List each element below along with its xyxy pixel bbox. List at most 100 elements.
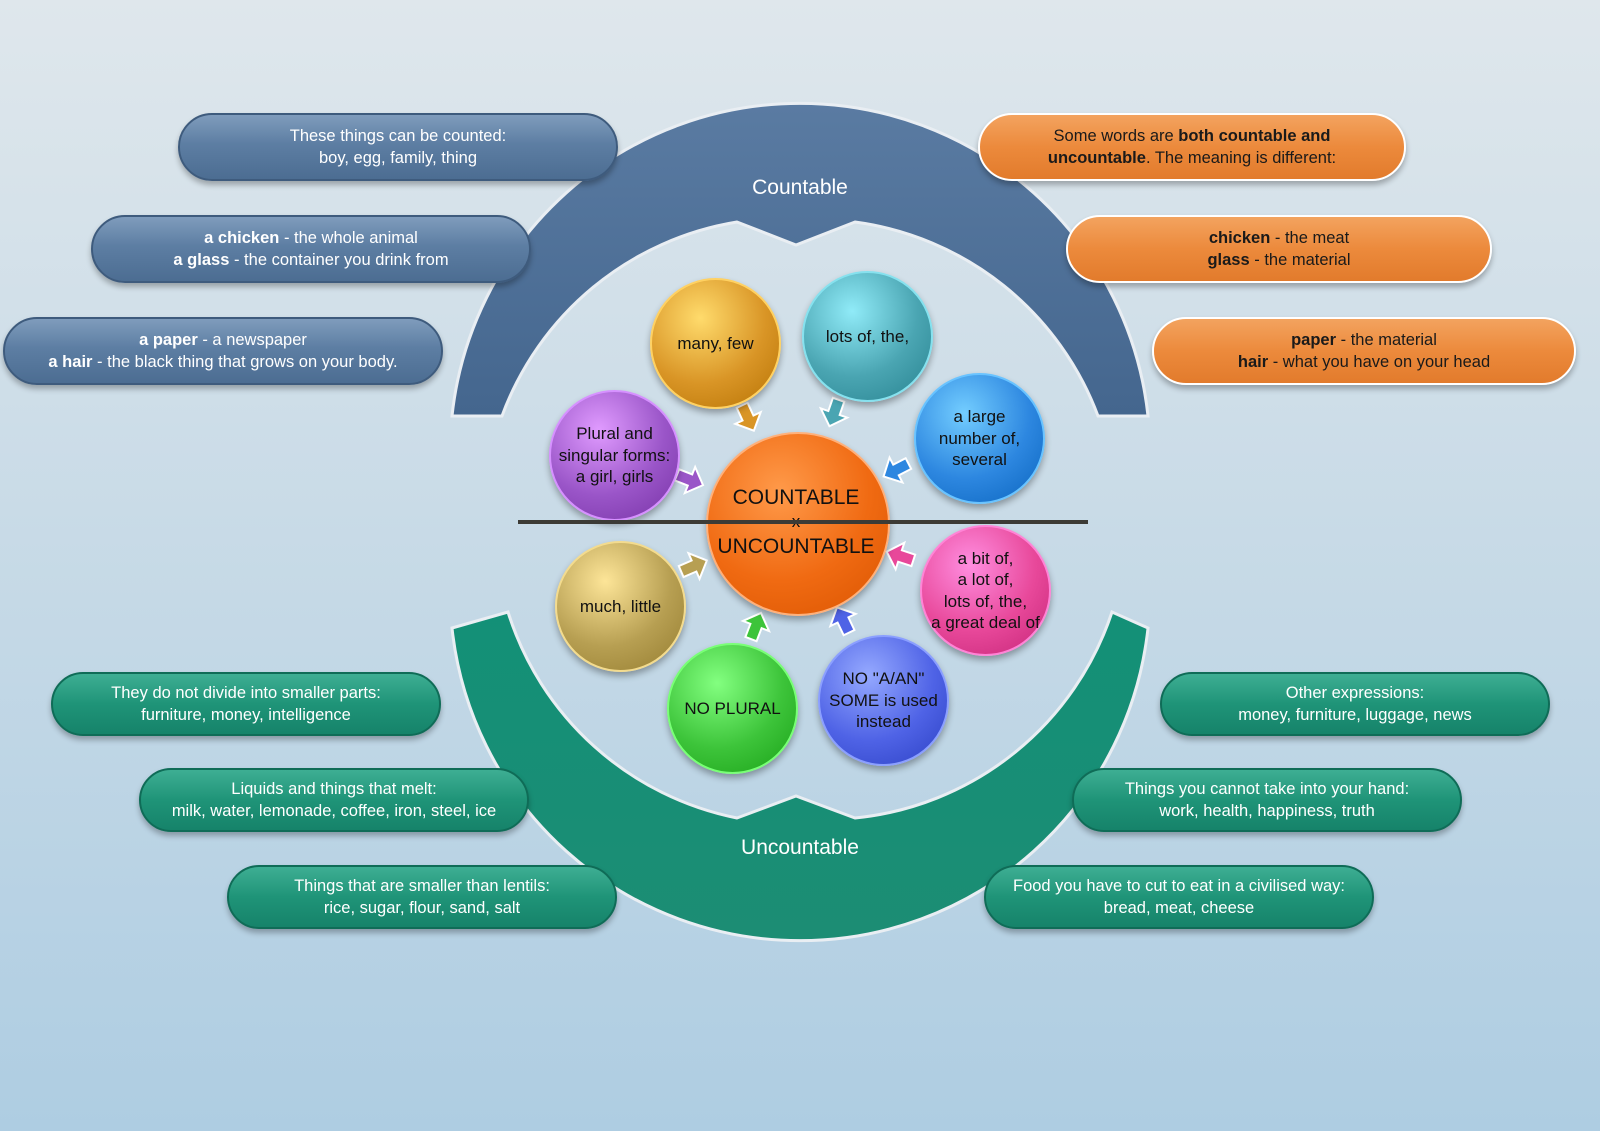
box-bold-term: glass [1207,251,1250,269]
bubble-no-plural: NO PLURAL [667,643,798,774]
box-line: a paper - a newspaper [139,329,307,351]
box-line: bread, meat, cheese [1104,897,1254,919]
box-text: - the whole animal [279,229,418,247]
box-text: - the black thing that grows on your bod… [92,353,398,371]
box-line: Some words are both countable and [1054,125,1331,147]
box-text: bread, meat, cheese [1103,899,1255,917]
box-cannot-take-in-hand: Things you cannot take into your hand: wo… [1072,768,1462,832]
box-bold-term: a hair [48,353,93,371]
box-text: - a newspaper [197,331,307,349]
bubble-line: lots of, the, [943,591,1028,611]
box-line: work, health, happiness, truth [1159,800,1375,822]
bubble-line: instead [856,712,911,732]
box-line: hair - what you have on your head [1238,351,1490,373]
box-a-chicken: a chicken - the whole animal a glass - th… [91,215,531,283]
arrow-icon [732,401,763,432]
box-line: money, furniture, luggage, news [1238,704,1472,726]
bubble-line: a lot of, [957,570,1014,589]
box-line: chicken - the meat [1209,227,1349,249]
box-text: Food you have to cut to eat in a civilis… [1012,877,1345,895]
box-line: Things that are smaller than lentils: [294,875,550,897]
box-line: milk, water, lemonade, coffee, iron, ste… [172,800,496,822]
uncountable-arc-label: Uncountable [741,836,859,859]
divider-line [518,520,1088,524]
countable-arc-label: Countable [752,176,848,199]
box-text: - what you have on your head [1268,353,1491,371]
arrow-icon [882,454,913,485]
bubble-line: SOME is used [829,690,938,710]
box-line: paper - the material [1291,329,1437,351]
box-line: uncountable. The meaning is different: [1048,147,1336,169]
box-text: boy, egg, family, thing [318,149,478,167]
bubble-many-few: many, few [650,278,781,409]
box-text: Some words are [1053,127,1179,145]
box-bold-term: a glass [173,251,230,269]
box-bold-term: a chicken [204,229,280,247]
box-text: These things can be counted: [289,127,507,145]
box-smaller-than-lentils: Things that are smaller than lentils: ric… [227,865,617,929]
box-line: Liquids and things that melt: [231,778,436,800]
box-line: a hair - the black thing that grows on y… [48,351,397,373]
box-liquids: Liquids and things that melt: milk, water… [139,768,529,832]
box-text: Things you cannot take into your hand: [1124,780,1410,798]
box-text: Other expressions: [1285,684,1425,702]
box-text: furniture, money, intelligence [141,706,351,724]
bubble-line: much, little [579,596,662,616]
arrow-icon [828,606,859,637]
bubble-line: a great deal of [931,613,1040,632]
arrow-icon [885,540,917,572]
bubble-line: a large [953,407,1006,427]
box-line: glass - the material [1207,249,1350,271]
bubble-line: number of, [938,428,1021,448]
box-bold-term: a paper [139,331,198,349]
box-line: They do not divide into smaller parts: [111,682,381,704]
box-text: They do not divide into smaller parts: [111,684,381,702]
box-line: Things you cannot take into your hand: [1125,778,1409,800]
bubble-line: NO "A/AN" [842,669,925,689]
box-text: money, furniture, luggage, news [1238,706,1472,724]
box-line: rice, sugar, flour, sand, salt [324,897,520,919]
box-text: Things that are smaller than lentils: [294,877,550,895]
box-bold-term: hair [1237,353,1269,371]
box-line: a glass - the container you drink from [173,249,448,271]
bubble-line: several [952,450,1007,470]
box-line: Food you have to cut to eat in a civilis… [1013,875,1345,897]
box-text: - the container you drink from [229,251,449,269]
box-line: Other expressions: [1286,682,1424,704]
box-can-be-counted: These things can be counted: boy, egg, fa… [178,113,618,181]
bubble-line: Plural and [576,424,653,444]
box-text: rice, sugar, flour, sand, salt [323,899,521,917]
center-label-countable: COUNTABLE [732,486,860,509]
box-text: milk, water, lemonade, coffee, iron, ste… [171,802,497,820]
box-bold-term: both countable and [1178,127,1331,145]
box-line: boy, egg, family, thing [319,147,477,169]
bubble-line: a bit of, [957,548,1014,568]
bubble-a-bit-of: a bit of, a lot of, lots of, the, a great d… [920,525,1051,656]
bubble-lots-of-the: lots of, the, [802,271,933,402]
box-other-expressions: Other expressions: money, furniture, lugg… [1160,672,1550,736]
box-not-divide: They do not divide into smaller parts: fu… [51,672,441,736]
bubble-much-little: much, little [555,541,686,672]
arrow-icon [740,611,771,643]
arrow-icon [677,551,709,582]
box-bold-term: uncountable [1047,149,1146,167]
bubble-line: NO PLURAL [684,698,781,718]
box-text: - the material [1336,331,1437,349]
box-food-cut: Food you have to cut to eat in a civilis… [984,865,1374,929]
box-text: Liquids and things that melt: [231,780,437,798]
bubble-line: singular forms: [558,445,671,465]
box-line: These things can be counted: [290,125,506,147]
bubble-line: many, few [677,333,754,353]
center-circle [706,432,890,616]
box-text: - the meat [1270,229,1350,247]
center-label-uncountable: UNCOUNTABLE [717,535,875,558]
